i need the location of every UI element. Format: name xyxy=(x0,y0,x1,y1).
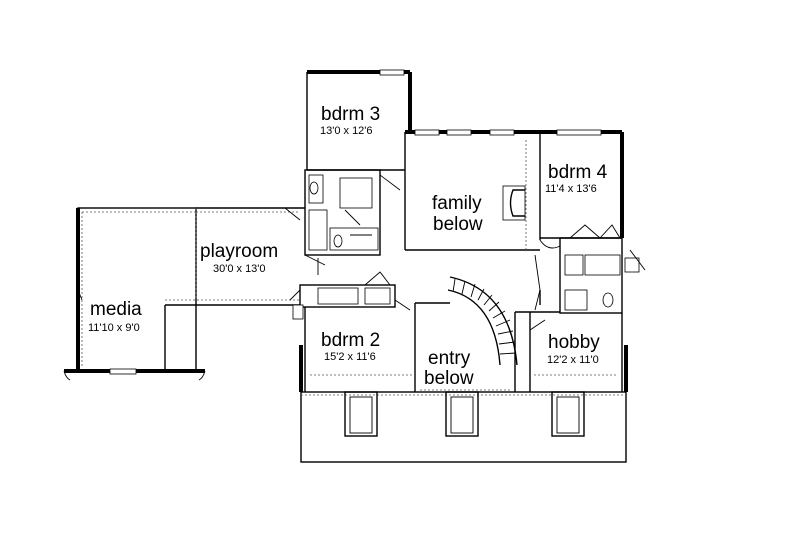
playroom-dims: 30'0 x 13'0 xyxy=(213,263,266,275)
tub-icon xyxy=(584,254,621,276)
bdrm4-window xyxy=(556,129,602,136)
main-walls xyxy=(306,69,624,251)
playroom-label: playroom xyxy=(200,241,278,262)
hall xyxy=(304,254,541,311)
bdrm4-dims: 11'4 x 13'6 xyxy=(545,183,597,195)
media-label: media xyxy=(90,299,142,320)
fireplace xyxy=(502,185,526,221)
bath-center xyxy=(292,271,411,320)
bdrm3-label: bdrm 3 xyxy=(321,104,380,125)
hobby-dims: 12'2 x 11'0 xyxy=(547,354,599,366)
media-room xyxy=(63,207,206,381)
hobby-label: hobby xyxy=(548,332,600,353)
media-window xyxy=(109,368,137,375)
front-porch xyxy=(300,391,627,463)
bath-right xyxy=(559,224,646,314)
bdrm3-window xyxy=(379,69,405,76)
lower-walls xyxy=(299,302,628,392)
bdrm4-label: bdrm 4 xyxy=(548,162,608,183)
bdrm2-dims: 15'2 x 11'6 xyxy=(324,351,376,363)
entry-below-label: below xyxy=(424,368,474,389)
toilet-icon xyxy=(602,292,614,308)
entry-label: entry xyxy=(428,348,471,369)
tub-icon xyxy=(308,209,328,251)
family-label: family xyxy=(432,193,482,214)
family-below-label: below xyxy=(433,214,483,235)
media-dims: 11'10 x 9'0 xyxy=(88,322,140,334)
bdrm2-label: bdrm 2 xyxy=(321,330,380,351)
bath-left xyxy=(304,169,401,256)
bdrm3-dims: 13'0 x 12'6 xyxy=(320,125,373,137)
playroom xyxy=(165,207,305,306)
toilet-icon xyxy=(333,234,343,248)
